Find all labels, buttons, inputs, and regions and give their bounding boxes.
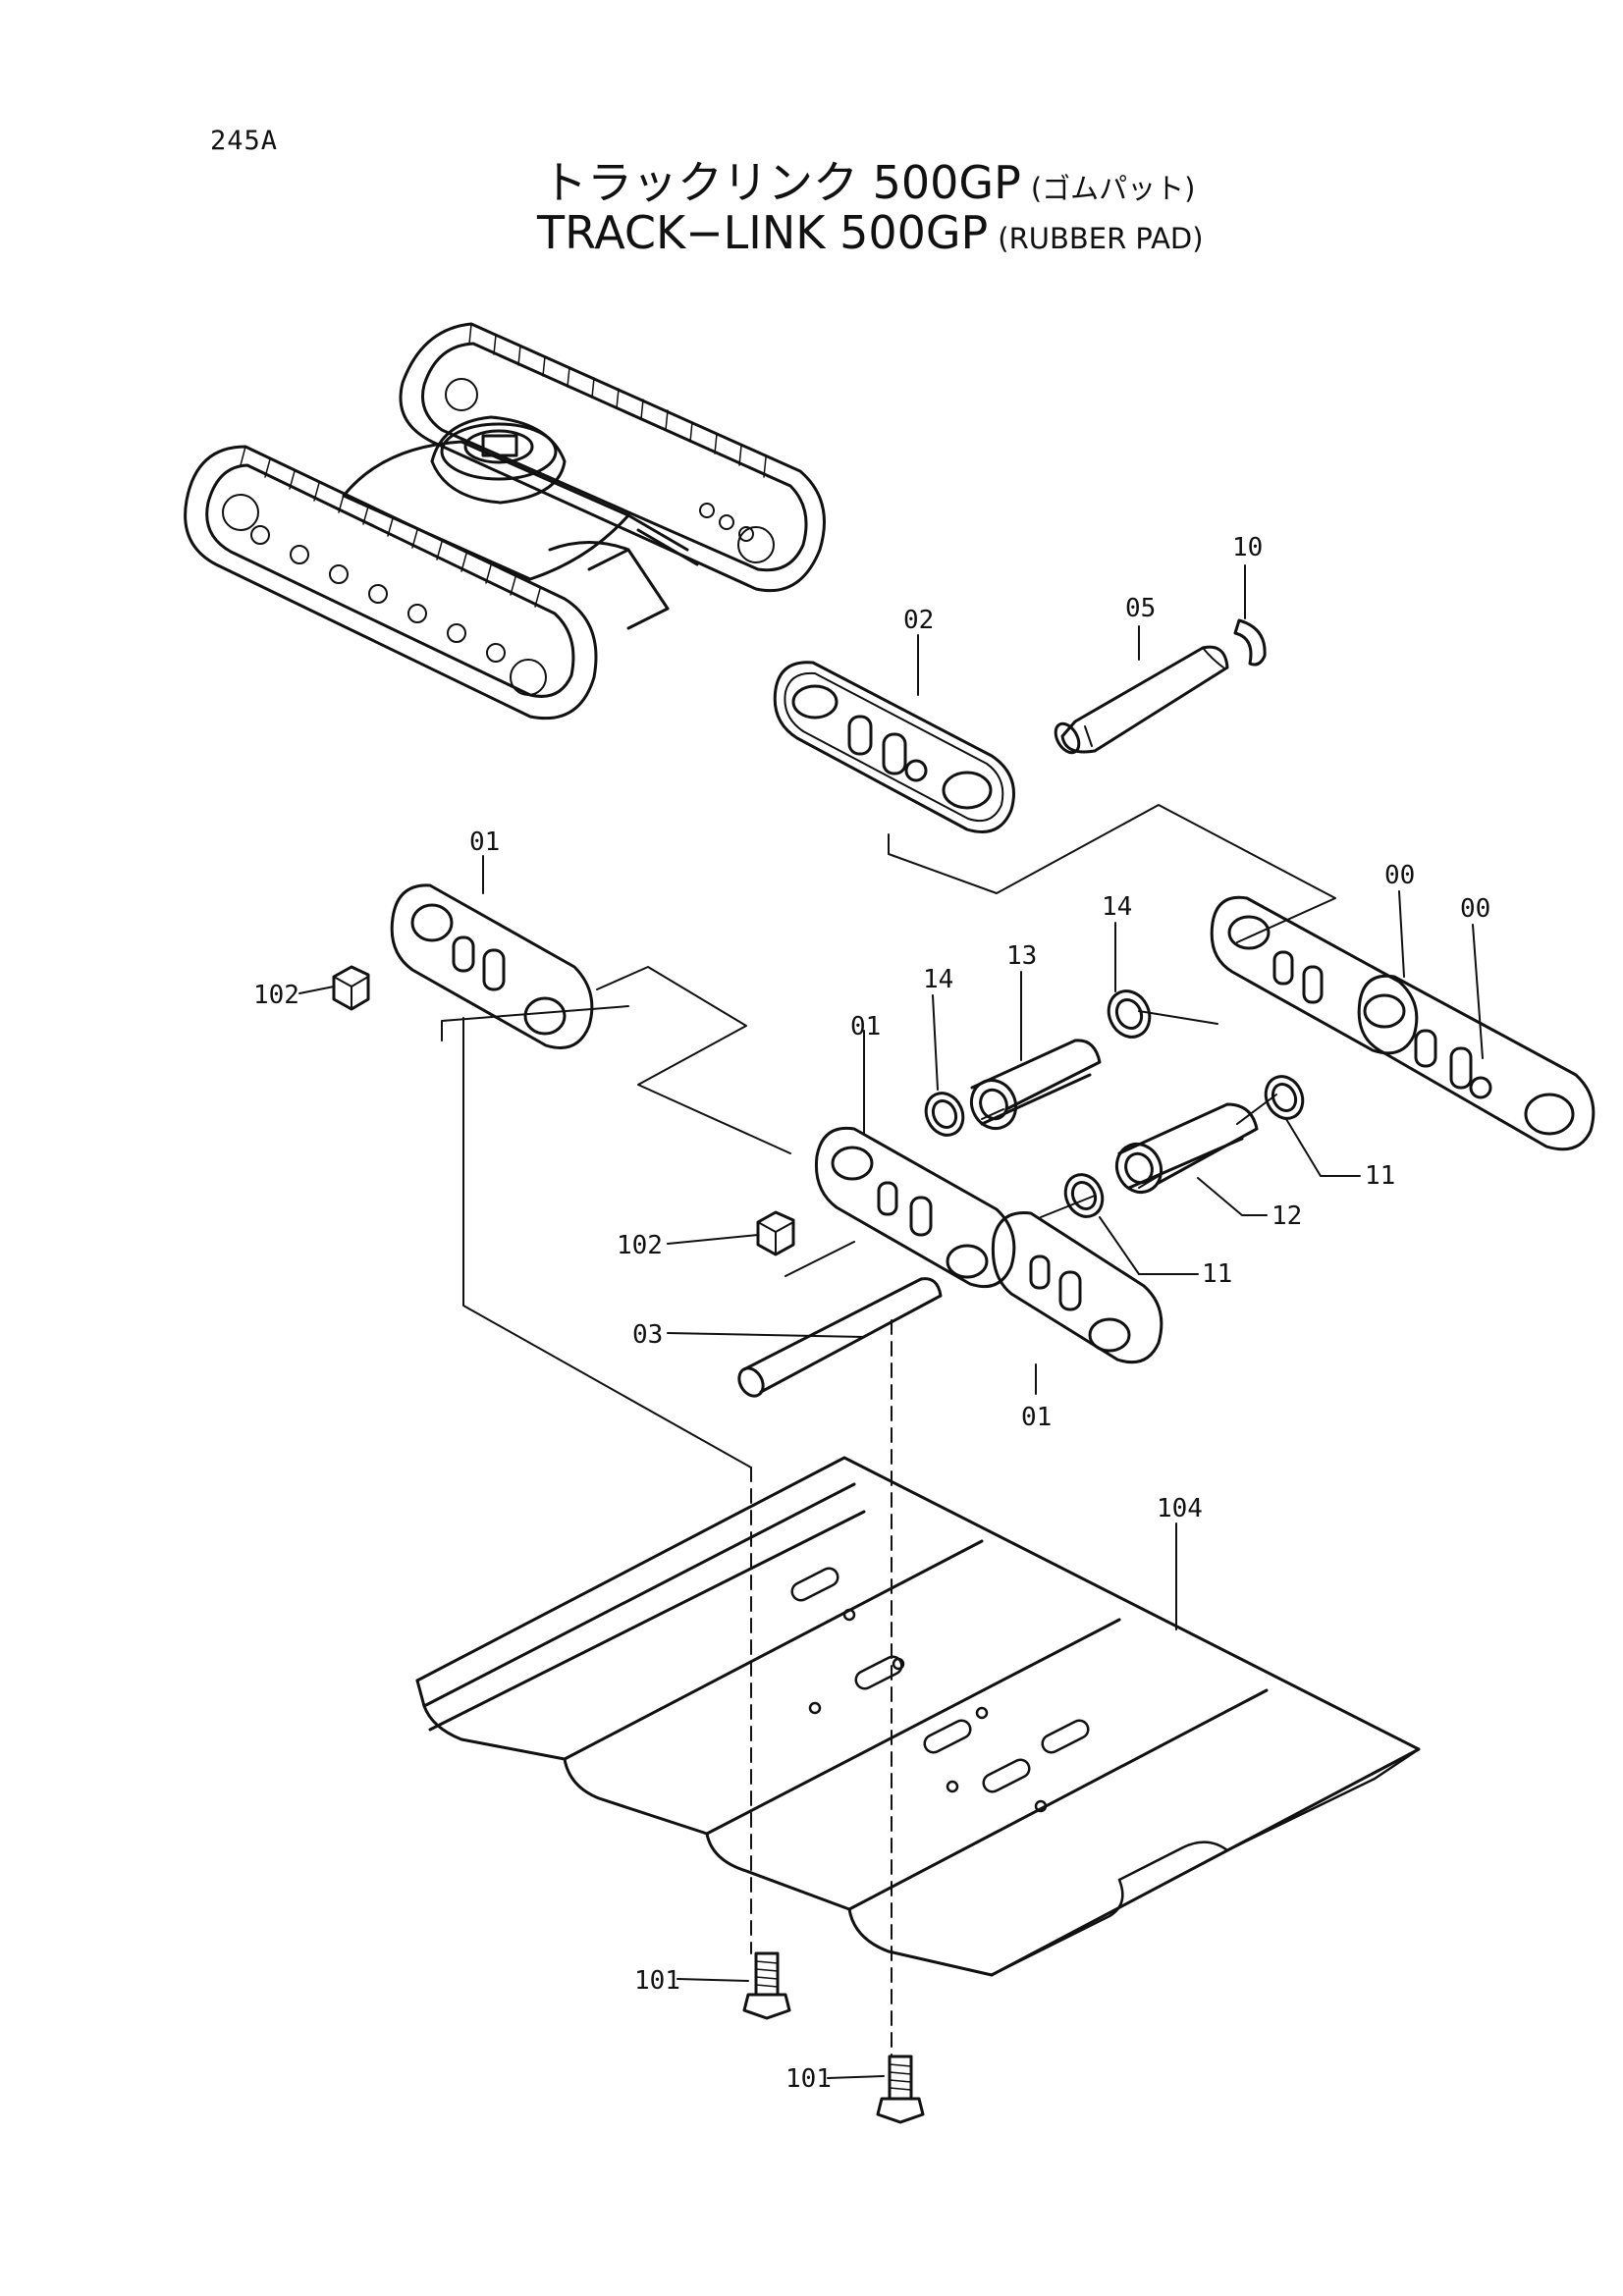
part-01-track-link-left (390, 883, 594, 1049)
part-11-seal-right (1264, 1075, 1305, 1120)
callout-label: 102 (253, 981, 299, 1010)
title-japanese: トラックリンク 500GP (ゴムパット) (542, 147, 1195, 212)
part-01-track-link-center (814, 1126, 1163, 1364)
page-number: 245A (210, 126, 279, 156)
leader-lines (298, 564, 1484, 2079)
part-13-bushing (969, 1039, 1102, 1130)
callout-label: 05 (1125, 594, 1156, 623)
title-japanese-sub: (ゴムパット) (1030, 172, 1196, 205)
callout-label: 14 (923, 965, 953, 994)
assembly-guide-lines (441, 804, 1336, 2057)
callout-label: 102 (617, 1231, 663, 1260)
callout-labels: 10 05 02 01 102 14 13 00 00 01 14 11 12 … (253, 533, 1490, 2094)
part-02-track-link (773, 661, 1015, 833)
part-104-rubber-pad (415, 1456, 1421, 1977)
callout-label: 10 (1232, 533, 1263, 562)
callout-label: 02 (903, 606, 934, 635)
callout-label: 14 (1102, 892, 1132, 922)
callout-label: 00 (1384, 861, 1415, 890)
part-14-seal-lower (924, 1092, 965, 1137)
part-11-seal-lower (1063, 1173, 1105, 1218)
callout-label: 101 (785, 2064, 832, 2094)
callout-label: 01 (1021, 1403, 1052, 1432)
part-10-circlip (1233, 618, 1267, 667)
title-japanese-main: トラックリンク 500GP (542, 156, 1021, 209)
part-101-bolt-upper (742, 1951, 791, 2020)
callout-label: 00 (1460, 894, 1490, 924)
part-101-bolt-lower (876, 2055, 925, 2124)
undercarriage-overview (184, 322, 826, 721)
part-102-nut-upper (332, 965, 370, 1011)
callout-label: 104 (1157, 1494, 1203, 1523)
part-14-seal-upper (1107, 989, 1152, 1039)
callout-label: 11 (1365, 1161, 1395, 1191)
callout-label: 03 (632, 1320, 663, 1350)
title-english-main: TRACK−LINK 500GP (537, 206, 989, 259)
part-03-pin (737, 1277, 943, 1398)
callout-label: 01 (469, 828, 500, 857)
callout-label: 11 (1202, 1259, 1232, 1289)
part-102-nut-lower (756, 1210, 795, 1256)
callout-label: 12 (1271, 1201, 1302, 1231)
title-english-sub: (RUBBER PAD) (998, 222, 1204, 255)
part-00-link-assembly (1210, 895, 1596, 1151)
part-05-pin (1054, 645, 1229, 755)
callout-label: 101 (634, 1966, 680, 1996)
part-12-bushing (1114, 1102, 1259, 1194)
callout-label: 01 (850, 1012, 881, 1041)
callout-label: 13 (1006, 941, 1037, 971)
title-english: TRACK−LINK 500GP (RUBBER PAD) (537, 206, 1204, 259)
